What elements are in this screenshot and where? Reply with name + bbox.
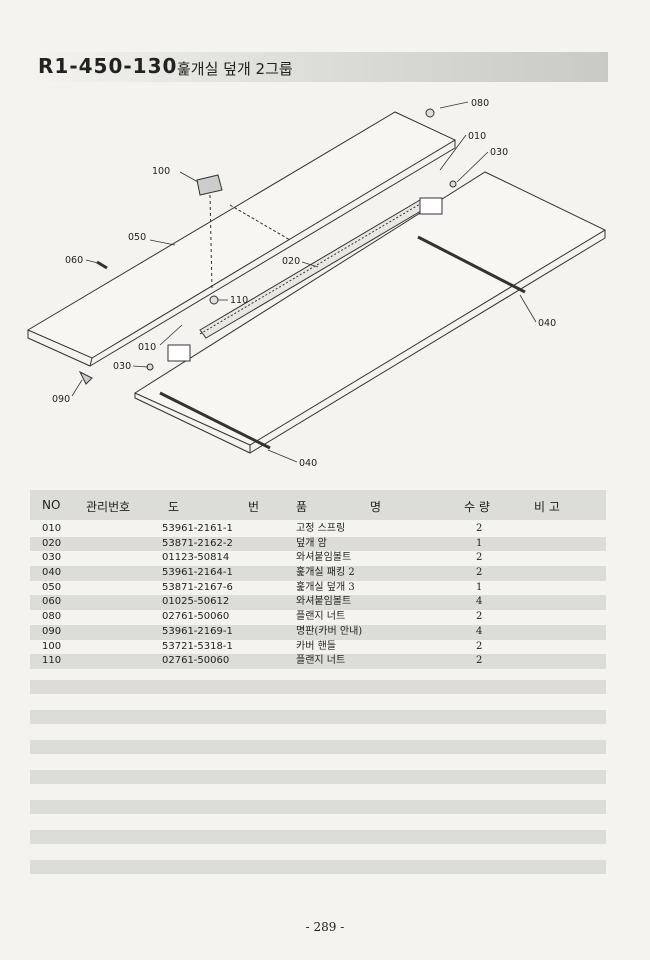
row-quantity: 1 [476, 581, 483, 593]
row-quantity: 2 [476, 611, 483, 623]
callout-100: 100 [152, 166, 170, 177]
callout-030-right: 030 [490, 147, 508, 158]
table-row: 040 53961-2164-1 훑개실 패킹 2 2 [30, 566, 606, 581]
header-note: 비 고 [534, 500, 560, 514]
empty-row-stripe [30, 740, 606, 754]
table-row: 020 53871-2162-2 덮개 암 1 [30, 536, 606, 552]
row-quantity: 1 [476, 537, 483, 549]
table-row: 050 53871-2167-6 훑개실 덮개 3 1 [30, 581, 606, 596]
row-part-name: 와셔붙임볼트 [296, 596, 352, 608]
table-row: 010 53961-2161-1 고정 스프링 2 [30, 522, 606, 537]
nut-080 [425, 108, 435, 118]
bracket-left [167, 344, 191, 362]
callout-020: 020 [282, 256, 300, 267]
empty-row-stripe [30, 710, 606, 724]
table-row: 030 01123-50814 와셔붙임볼트 2 [30, 551, 606, 566]
row-drawing-number: 53871-2162-2 [162, 537, 233, 549]
row-part-name: 카버 핸들 [296, 640, 336, 652]
callout-010-left: 010 [138, 342, 156, 353]
row-drawing-number: 02761-50060 [162, 611, 230, 623]
empty-row-stripe [30, 770, 606, 784]
callout-050: 050 [128, 232, 146, 243]
header-drawing-2: 번 [248, 500, 260, 514]
row-part-name: 플랜지 너트 [296, 611, 346, 623]
cover-panel-lower [133, 171, 607, 454]
callout-060: 060 [65, 255, 83, 266]
callout-090: 090 [52, 394, 70, 405]
table-row: 080 02761-50060 플랜지 너트 2 [30, 610, 606, 625]
table-row: 100 53721-5318-1 카버 핸들 2 [30, 640, 606, 655]
empty-table-rows [30, 680, 606, 890]
part-group-code: R1-450-130 [38, 54, 178, 78]
parts-table-header: NO 관리번호 도 번 품 명 수 량 비 고 [30, 490, 606, 520]
row-quantity: 2 [476, 567, 483, 579]
row-part-name: 고정 스프링 [296, 523, 346, 534]
empty-row-stripe [30, 800, 606, 814]
table-row: 060 01025-50612 와셔붙임볼트 4 [30, 595, 606, 611]
row-no: 040 [42, 567, 62, 579]
row-quantity: 2 [476, 552, 483, 564]
row-drawing-number: 53961-2161-1 [162, 523, 233, 534]
row-no: 030 [42, 552, 62, 564]
bolt-060 [96, 260, 108, 270]
page-number: - 289 - [305, 920, 345, 934]
empty-row-stripe [30, 680, 606, 694]
row-no: 010 [42, 523, 62, 534]
row-no: 020 [42, 537, 62, 549]
row-part-name: 덮개 암 [296, 537, 327, 549]
callout-080: 080 [471, 98, 489, 109]
row-drawing-number: 01123-50814 [162, 552, 230, 564]
header-quantity: 수 량 [464, 500, 490, 514]
parts-table-body: 010 53961-2161-1 고정 스프링 2 020 53871-2162… [30, 522, 606, 669]
row-drawing-number: 01025-50612 [162, 596, 230, 608]
row-no: 110 [42, 655, 62, 667]
row-drawing-number: 53961-2164-1 [162, 567, 233, 579]
header-name-2: 명 [370, 500, 382, 514]
row-drawing-number: 53721-5318-1 [162, 640, 233, 652]
empty-row-stripe [30, 830, 606, 844]
row-part-name: 훑개실 덮개 3 [296, 581, 355, 593]
nut-110 [209, 295, 219, 305]
table-row: 110 02761-50060 플랜지 너트 2 [30, 654, 606, 669]
packing-strip-040 [159, 235, 526, 450]
header-no: NO [42, 498, 61, 512]
header-name-1: 품 [296, 500, 308, 514]
row-no: 090 [42, 625, 62, 637]
nameplate-090 [78, 370, 93, 385]
row-drawing-number: 53961-2169-1 [162, 625, 233, 637]
row-quantity: 2 [476, 523, 483, 534]
row-part-name: 훑개실 패킹 2 [296, 567, 355, 579]
callout-040-bottom: 040 [299, 458, 317, 469]
empty-row-stripe [30, 860, 606, 874]
bolt-030-right [449, 180, 457, 188]
row-no: 100 [42, 640, 62, 652]
title-bar: R1-450-130 훑개실 덮개 2그룹 [30, 52, 608, 82]
row-quantity: 2 [476, 655, 483, 667]
row-part-name: 와셔붙임볼트 [296, 552, 352, 564]
row-drawing-number: 53871-2167-6 [162, 581, 233, 593]
bracket-right [419, 197, 443, 215]
row-no: 080 [42, 611, 62, 623]
leader-lines [71, 101, 537, 463]
row-quantity: 2 [476, 640, 483, 652]
handle-100 [196, 174, 223, 196]
row-drawing-number: 02761-50060 [162, 655, 230, 667]
table-row: 090 53961-2169-1 명판(카버 안내) 4 [30, 624, 606, 640]
cover-panel-050 [26, 111, 457, 367]
callout-010-right: 010 [468, 131, 486, 142]
row-no: 050 [42, 581, 62, 593]
row-quantity: 4 [476, 596, 483, 608]
callout-030-left: 030 [113, 361, 131, 372]
row-part-name: 플랜지 너트 [296, 655, 346, 667]
callout-040-right: 040 [538, 318, 556, 329]
header-management-number: 관리번호 [86, 500, 131, 514]
exploded-parts-diagram: 080 010 030 100 050 060 020 110 040 010 … [26, 98, 607, 469]
row-quantity: 4 [476, 625, 483, 637]
row-part-name: 명판(카버 안내) [296, 625, 363, 637]
part-group-title: 훑개실 덮개 2그룹 [177, 60, 293, 78]
header-drawing-1: 도 [168, 500, 180, 514]
row-no: 060 [42, 596, 62, 608]
callout-110: 110 [230, 295, 248, 306]
